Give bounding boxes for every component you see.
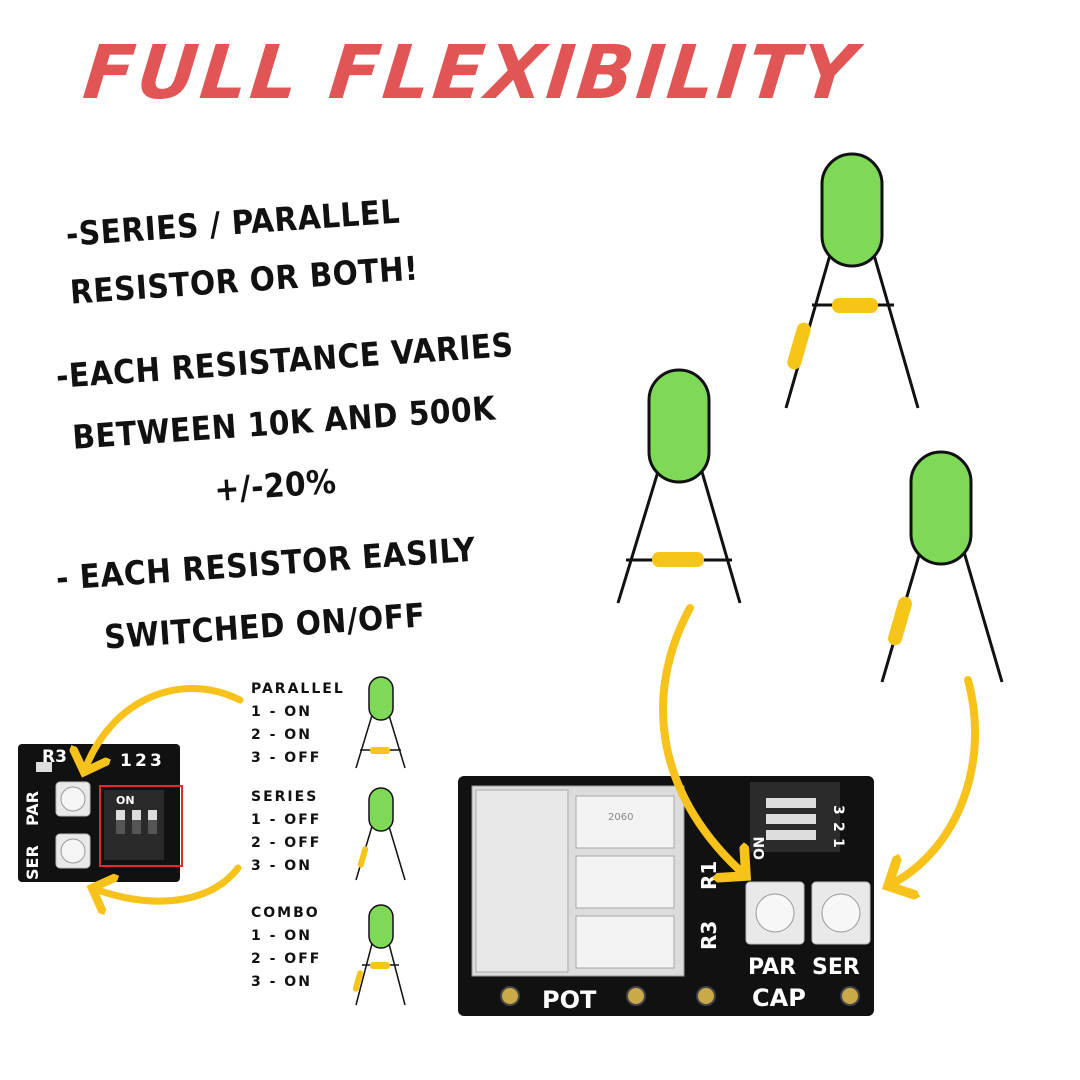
switch-3-state: 3 - OFF (251, 750, 322, 766)
capacitor-combo-small-icon (352, 904, 406, 1006)
small-pcb-r3-label: R3 (42, 747, 67, 767)
arrow-to-ser-trimmer-icon (888, 676, 980, 886)
capacitor-parallel-large-icon (784, 152, 920, 409)
small-pcb-ser: SER (23, 845, 42, 880)
big-pcb-on: ON (752, 836, 768, 860)
switch-2-state: 2 - ON (251, 727, 312, 743)
page-title: FULL FLEXIBILITY (79, 30, 863, 116)
capacitor-series-icon (880, 450, 1004, 683)
mode-series: SERIES 1 - OFF 2 - OFF 3 - ON (251, 786, 321, 878)
small-pcb-n3: 3 (150, 751, 162, 771)
switch-3-state: 3 - ON (251, 858, 312, 874)
small-pcb: R3 1 2 3 PAR SER ON (18, 744, 183, 882)
switch-1-state: 1 - ON (251, 704, 312, 720)
big-pcb-n2: 2 (830, 822, 846, 832)
switch-1-state: 1 - OFF (251, 812, 322, 828)
switch-2-state: 2 - OFF (251, 951, 322, 967)
mode-combo: COMBO 1 - ON 2 - OFF 3 - ON (251, 902, 321, 994)
big-pcb-r3: R3 (697, 921, 721, 950)
big-pcb-n1: 1 (830, 838, 846, 848)
small-pcb-n2: 2 (135, 751, 147, 771)
switch-1-state: 1 - ON (251, 928, 312, 944)
small-pcb-n1: 1 (120, 751, 132, 771)
big-pcb-pot: POT (542, 986, 597, 1014)
feature-2: -EACH RESISTANCE VARIES BETWEEN 10K AND … (54, 314, 524, 532)
big-pcb-n3: 3 (830, 805, 846, 815)
feature-3: - EACH RESISTOR EASILY SWITCHED ON/OFF (54, 519, 482, 672)
switch-2-state: 2 - OFF (251, 835, 322, 851)
arrow-to-par-icon (84, 684, 244, 772)
feature-1: -SERIES / PARALLEL RESISTOR OR BOTH! (64, 182, 420, 322)
mode-name: COMBO (251, 905, 320, 921)
mode-name: SERIES (251, 789, 319, 805)
big-pcb-r1: R1 (697, 861, 721, 890)
big-pcb: 2060 R1 R3 ON 3 2 1 PAR SER POT CAP (458, 776, 874, 1016)
big-pcb-cap: CAP (752, 984, 806, 1012)
arrow-to-par-trimmer-icon (659, 604, 746, 876)
mode-parallel: PARALLEL 1 - ON 2 - ON 3 - OFF (251, 678, 345, 770)
arrow-to-ser-icon (92, 864, 242, 901)
small-pcb-on: ON (116, 794, 135, 807)
capacitor-parallel-icon (616, 368, 742, 604)
mode-name: PARALLEL (251, 681, 345, 697)
capacitor-series-small-icon (355, 787, 406, 881)
part-number: 2060 (608, 812, 633, 823)
capacitor-parallel-small-icon (355, 676, 406, 769)
big-pcb-par: PAR (748, 955, 796, 980)
small-pcb-par: PAR (23, 791, 42, 826)
big-pcb-ser: SER (812, 955, 860, 980)
switch-3-state: 3 - ON (251, 974, 312, 990)
